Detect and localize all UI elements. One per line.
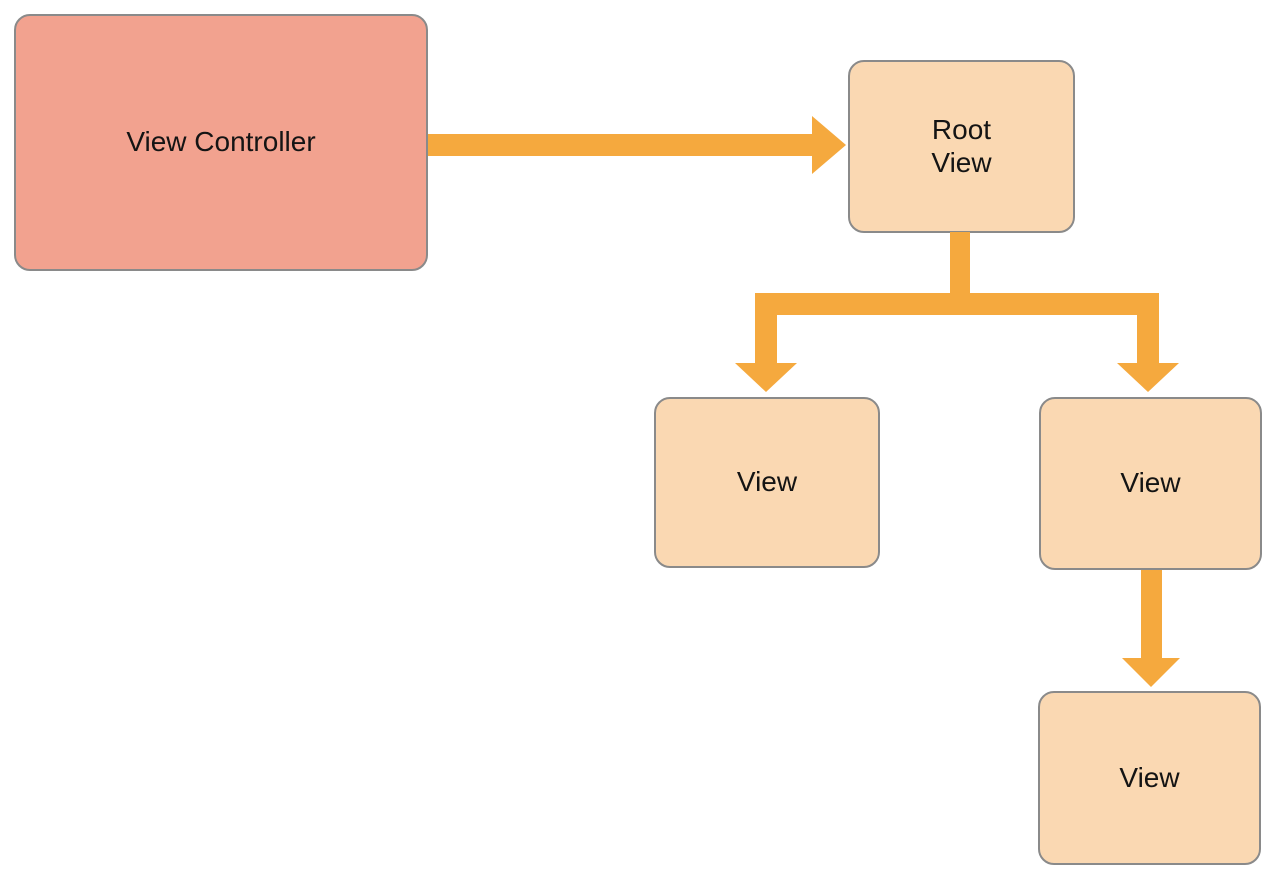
arrow-branch-right-drop-shaft — [1137, 293, 1159, 364]
root-view-node: Root View — [848, 60, 1075, 233]
arrow-down-head-bottom-icon — [1122, 658, 1180, 687]
arrow-down-head-right-icon — [1117, 363, 1179, 392]
arrow-branch-horizontal-bar — [755, 293, 1159, 315]
root-view-label-line1: Root — [931, 114, 992, 146]
left-view-label: View — [736, 466, 798, 498]
arrow-rightview-to-bottomview-shaft — [1141, 570, 1162, 659]
view-controller-label: View Controller — [126, 126, 316, 158]
bottom-view-label: View — [1119, 761, 1180, 793]
root-view-label-line2: View — [931, 146, 992, 178]
bottom-view-node: View — [1038, 691, 1261, 865]
arrow-down-head-left-icon — [735, 363, 797, 392]
arrow-right-head-icon — [812, 116, 846, 174]
right-view-label: View — [1120, 467, 1181, 499]
arrow-controller-to-rootview-shaft — [428, 134, 814, 156]
arrow-branch-left-drop-shaft — [755, 293, 777, 364]
left-view-node: View — [654, 397, 880, 568]
view-controller-node: View Controller — [14, 14, 428, 271]
right-view-node: View — [1039, 397, 1262, 570]
